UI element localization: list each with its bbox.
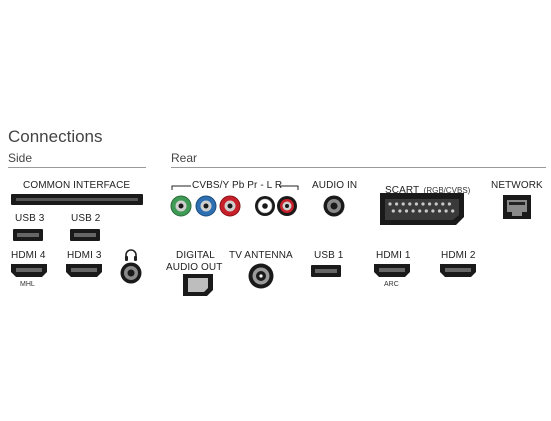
- scart-pin: [401, 202, 405, 206]
- headphones-icon: [124, 248, 138, 262]
- scart-pin: [437, 209, 442, 213]
- headphone-jack: [120, 262, 142, 284]
- rca-white-jack: [254, 195, 276, 217]
- scart-pin: [428, 202, 432, 206]
- hdmi2-label: HDMI 2: [441, 250, 476, 261]
- audio-out-label: AUDIO OUT: [166, 262, 223, 273]
- common-interface-slot: [11, 194, 143, 205]
- scart-port: [380, 193, 464, 225]
- hdmi1-port: [374, 264, 410, 277]
- rca-blue-jack: [195, 195, 217, 217]
- hdmi3-label: HDMI 3: [67, 250, 102, 261]
- scart-pin: [451, 209, 455, 213]
- hdmi1-label: HDMI 1: [376, 250, 411, 261]
- usb3-port: [13, 229, 43, 241]
- scart-pin: [421, 202, 425, 206]
- scart-label-group: SCART (RGB/CVBS): [385, 180, 470, 198]
- component-bracket: [171, 181, 299, 191]
- component-label: CVBS/Y Pb Pr - L R: [192, 180, 283, 191]
- tv-antenna-jack: [248, 263, 274, 289]
- scart-pin: [434, 202, 438, 206]
- section-rear-label: Rear: [171, 151, 198, 165]
- network-label: NETWORK: [491, 180, 543, 191]
- scart-pin: [391, 209, 395, 213]
- hdmi4-port: [11, 264, 47, 277]
- hdmi1-arc-label: ARC: [384, 281, 399, 288]
- scart-pin: [398, 209, 402, 213]
- scart-pin: [411, 209, 415, 213]
- page-title: Connections: [8, 127, 103, 146]
- rca-red-jack: [219, 195, 241, 217]
- hdmi4-mhl-label: MHL: [20, 281, 35, 288]
- scart-pin: [388, 202, 392, 206]
- scart-pin: [441, 202, 445, 206]
- scart-pin: [424, 209, 428, 213]
- rca-red-audio-jack: [276, 195, 298, 217]
- hdmi3-port: [66, 264, 102, 277]
- usb3-label: USB 3: [15, 213, 45, 224]
- rear-divider: [171, 167, 546, 168]
- scart-label: SCART: [385, 185, 420, 196]
- scart-pin: [444, 209, 448, 213]
- tv-antenna-label: TV ANTENNA: [229, 250, 293, 261]
- scart-pin: [418, 209, 422, 213]
- usb1-label: USB 1: [314, 250, 344, 261]
- scart-pin: [447, 202, 451, 206]
- rca-green-jack: [170, 195, 192, 217]
- scart-pin: [395, 202, 399, 206]
- side-divider: [8, 167, 146, 168]
- digital-label: DIGITAL: [176, 250, 215, 261]
- scart-pin: [414, 202, 418, 206]
- audio-in-jack: [323, 195, 345, 217]
- network-port: [503, 195, 531, 219]
- usb2-port: [70, 229, 100, 241]
- digital-audio-out-port: [183, 274, 213, 296]
- section-side-label: Side: [8, 151, 33, 165]
- usb2-label: USB 2: [71, 213, 101, 224]
- scart-pin: [408, 202, 412, 206]
- common-interface-label: COMMON INTERFACE: [23, 180, 131, 191]
- scart-pin: [431, 209, 435, 213]
- scart-pin: [404, 209, 409, 213]
- hdmi2-port: [440, 264, 476, 277]
- scart-sub-label: (RGB/CVBS): [423, 186, 471, 195]
- audio-in-label: AUDIO IN: [312, 180, 358, 191]
- usb1-port: [311, 265, 341, 277]
- hdmi4-label: HDMI 4: [11, 250, 46, 261]
